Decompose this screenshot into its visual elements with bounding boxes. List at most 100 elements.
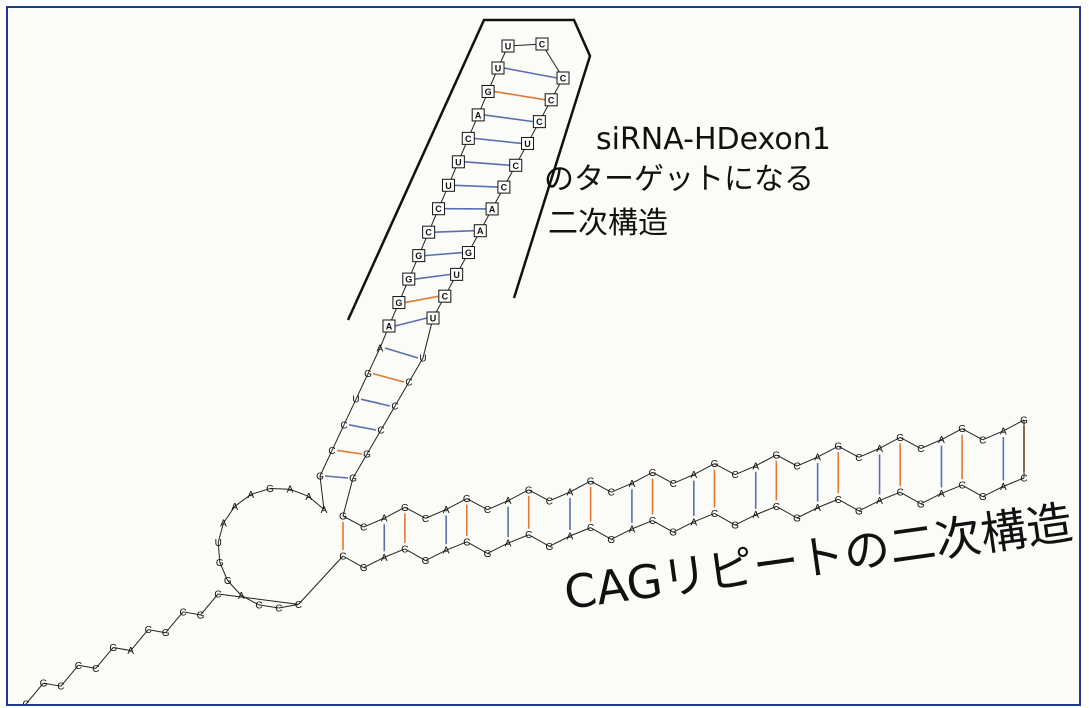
junction-nt: A: [305, 492, 312, 503]
junction-nt: A: [287, 485, 294, 496]
cag-top-nt: G: [525, 485, 533, 496]
junction-nt: A: [321, 505, 328, 516]
hairpin-loop-nt-box: [501, 39, 515, 53]
cag-bottom-nt: A: [752, 510, 759, 521]
cag-top-nt: C: [670, 479, 677, 490]
cag-top-nt: G: [711, 459, 719, 470]
hairpin-left-nt-box: [432, 202, 446, 216]
stem-left-nt: U: [352, 395, 359, 406]
junction-nt: U: [215, 538, 222, 549]
hairpin-left-nt-box: [392, 296, 406, 310]
hairpin-left-nt: A: [386, 322, 393, 332]
cag-top-nt: A: [505, 496, 512, 507]
stem-left-nt: G: [364, 369, 372, 380]
cag-top-nt: C: [608, 488, 615, 499]
cag-top-nt: A: [814, 453, 821, 464]
hairpin-right-nt-box: [497, 180, 511, 194]
hairpin-left-nt: G: [405, 275, 412, 285]
stem-left-nt: G: [316, 472, 324, 483]
hairpin-right-nt: U: [453, 270, 460, 280]
hairpin-right-nt: G: [465, 248, 472, 258]
hairpin-right-nt: C: [536, 117, 543, 127]
lower-nt: C: [75, 661, 82, 672]
junction-nt: C: [275, 603, 282, 614]
cag-bottom-nt: C: [587, 523, 594, 534]
cag-bottom-nt: C: [401, 544, 408, 555]
target-label-line3: 二次構造: [548, 206, 668, 241]
hairpin-left-nt-box: [471, 108, 485, 122]
cag-top-nt: C: [731, 470, 738, 481]
cag-top-nt: C: [917, 444, 924, 455]
hairpin-right-nt: U: [524, 139, 531, 149]
hairpin-right-nt: A: [489, 204, 496, 214]
hairpin-right-nt: U: [430, 314, 437, 324]
cag-bottom-nt: G: [855, 506, 863, 517]
cag-top-nt: C: [484, 505, 491, 516]
hairpin-right-nt-box: [509, 158, 523, 172]
cag-top-nt: C: [360, 523, 367, 534]
junction-nt: C: [295, 600, 302, 611]
hairpin-left-nt: C: [465, 134, 472, 144]
hairpin-left-nt-box: [382, 319, 396, 333]
cag-top-nt: G: [463, 494, 471, 505]
lower-nt: G: [197, 610, 205, 621]
lower-nt: C: [179, 607, 186, 618]
hairpin-right-nt: C: [442, 292, 449, 302]
lower-nt: C: [92, 664, 99, 675]
hairpin-left-nt-box: [412, 249, 426, 263]
hairpin-right-nt-box: [485, 202, 499, 216]
cag-bottom-nt: G: [484, 549, 492, 560]
hairpin-right-nt: C: [512, 161, 519, 171]
hairpin-right-nt-box: [521, 136, 535, 150]
cag-bottom-nt: A: [1000, 482, 1007, 493]
junction-nt: A: [238, 591, 245, 602]
cag-bottom-nt: A: [876, 496, 883, 507]
hairpin-loop-nt-box: [535, 37, 549, 51]
hairpin-left-nt-box: [422, 225, 436, 239]
hairpin-left-nt-box: [402, 272, 416, 286]
lower-nt: C: [22, 700, 29, 707]
cag-bottom-nt: C: [835, 495, 842, 506]
stem-right-nt: G: [363, 450, 371, 461]
hairpin-right-nt-box: [556, 71, 570, 85]
hairpin-left-nt: U: [495, 64, 502, 74]
stem-left-nt: C: [340, 420, 347, 431]
cag-bottom-nt: A: [567, 532, 574, 543]
junction-nt: G: [266, 484, 274, 495]
cag-bottom-nt: G: [979, 492, 987, 503]
hairpin-left-nt: U: [445, 181, 452, 191]
cag-bottom-nt: G: [793, 514, 801, 525]
cag-bottom-nt: C: [1020, 474, 1027, 485]
cag-top-nt: C: [793, 462, 800, 473]
lower-nt: G: [162, 628, 170, 639]
cag-top-nt: G: [1020, 416, 1028, 427]
lower-nt: G: [109, 643, 117, 654]
cag-bottom-nt: C: [339, 552, 346, 563]
hairpin-right-nt: A: [477, 226, 484, 236]
cag-top-nt: C: [546, 496, 553, 507]
cag-bottom-nt: A: [690, 517, 697, 528]
cag-top-nt: A: [752, 461, 759, 472]
hairpin-left-nt: G: [415, 251, 422, 261]
cag-top-nt: A: [690, 470, 697, 481]
hairpin-left-nt: C: [435, 204, 442, 214]
cag-top-nt: G: [958, 424, 966, 435]
hairpin-right-nt: C: [501, 183, 508, 193]
hairpin-right-nt-box: [532, 115, 546, 129]
hairpin-left-nt-box: [441, 178, 455, 192]
cag-top-nt: A: [876, 444, 883, 455]
junction-nt: G: [216, 558, 224, 569]
stem-right-nt: G: [349, 474, 357, 485]
hairpin-left-nt: A: [475, 110, 482, 120]
cag-top-nt: G: [896, 433, 904, 444]
cag-top-nt: G: [834, 442, 842, 453]
lower-nt: A: [127, 646, 134, 657]
cag-bottom-nt: A: [629, 524, 636, 535]
hairpin-right-nt: C: [560, 74, 567, 84]
cag-top-nt: G: [772, 450, 780, 461]
cag-bottom-nt: C: [897, 488, 904, 499]
cag-bottom-nt: A: [814, 503, 821, 514]
lower-nt: C: [214, 590, 221, 601]
cag-bottom-nt: G: [607, 535, 615, 546]
